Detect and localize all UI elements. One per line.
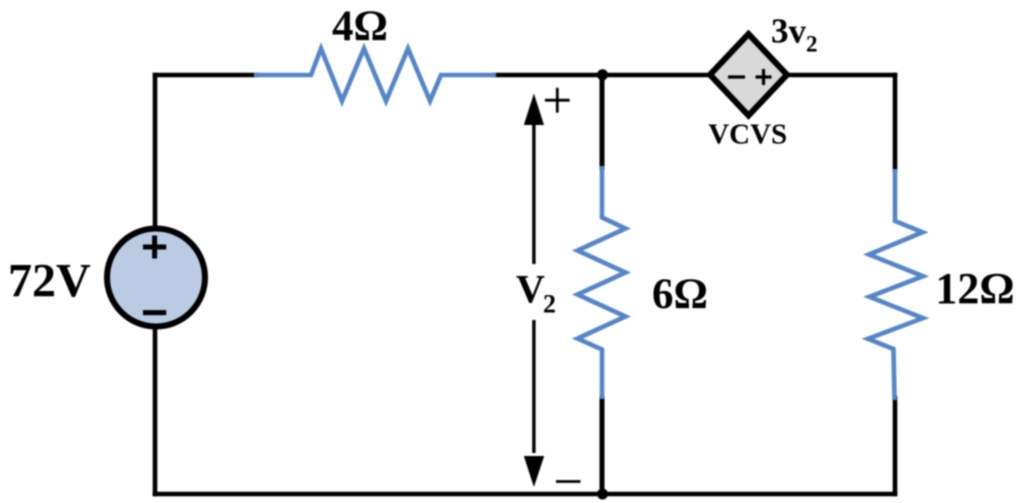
svg-text:72V: 72V	[8, 255, 91, 308]
svg-text:2: 2	[806, 31, 818, 56]
svg-text:3v: 3v	[771, 11, 807, 50]
svg-text:6Ω: 6Ω	[652, 271, 708, 318]
svg-text:12Ω: 12Ω	[935, 264, 1014, 313]
svg-text:V: V	[516, 267, 545, 312]
svg-text:4Ω: 4Ω	[332, 3, 388, 50]
svg-text:2: 2	[543, 290, 556, 319]
svg-text:VCVS: VCVS	[708, 119, 787, 151]
